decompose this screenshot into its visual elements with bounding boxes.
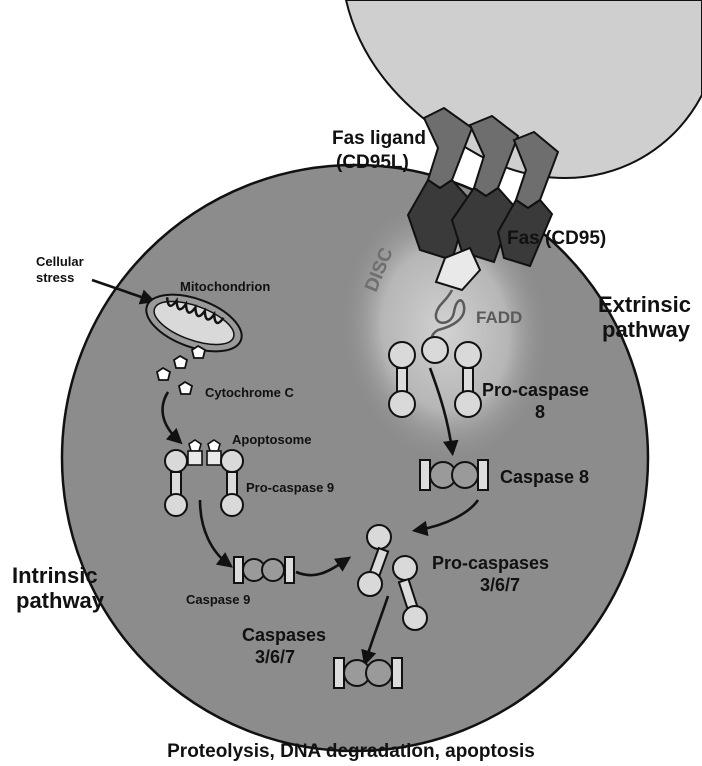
- extrinsic-label-line1: Extrinsic: [598, 292, 691, 317]
- pro-caspase-8-label-line2: 8: [535, 402, 545, 422]
- fas-ligand-label: Fas ligand: [332, 128, 426, 149]
- pro-caspase-9-label: Pro-caspase 9: [246, 480, 334, 495]
- intrinsic-label-line1: Intrinsic: [12, 563, 98, 588]
- cellular-stress-label-line1: Cellular: [36, 254, 84, 269]
- pro-caspases-3-6-7-label-line1: Pro-caspases: [432, 553, 549, 573]
- mitochondrion-label: Mitochondrion: [180, 279, 270, 294]
- apoptosome-label: Apoptosome: [232, 432, 311, 447]
- cytochrome-c-label: Cytochrome C: [205, 385, 294, 400]
- intrinsic-label-line2: pathway: [16, 588, 105, 613]
- fadd-label: FADD: [476, 308, 522, 327]
- outcome-caption: Proteolysis, DNA degradation, apoptosis: [167, 741, 535, 762]
- pro-caspase-8-label-line1: Pro-caspase: [482, 380, 589, 400]
- caspase-9-label: Caspase 9: [186, 592, 250, 607]
- cellular-stress-label-line2: stress: [36, 270, 74, 285]
- fas-ligand-alt-label: (CD95L): [336, 152, 409, 173]
- extrinsic-label-line2: pathway: [602, 317, 691, 342]
- fas-label: Fas (CD95): [507, 228, 606, 249]
- caspases-3-6-7-label-line1: Caspases: [242, 625, 326, 645]
- caspase-8-label: Caspase 8: [500, 467, 589, 487]
- caspases-3-6-7-label-line2: 3/6/7: [255, 647, 295, 667]
- pro-caspases-3-6-7-label-line2: 3/6/7: [480, 575, 520, 595]
